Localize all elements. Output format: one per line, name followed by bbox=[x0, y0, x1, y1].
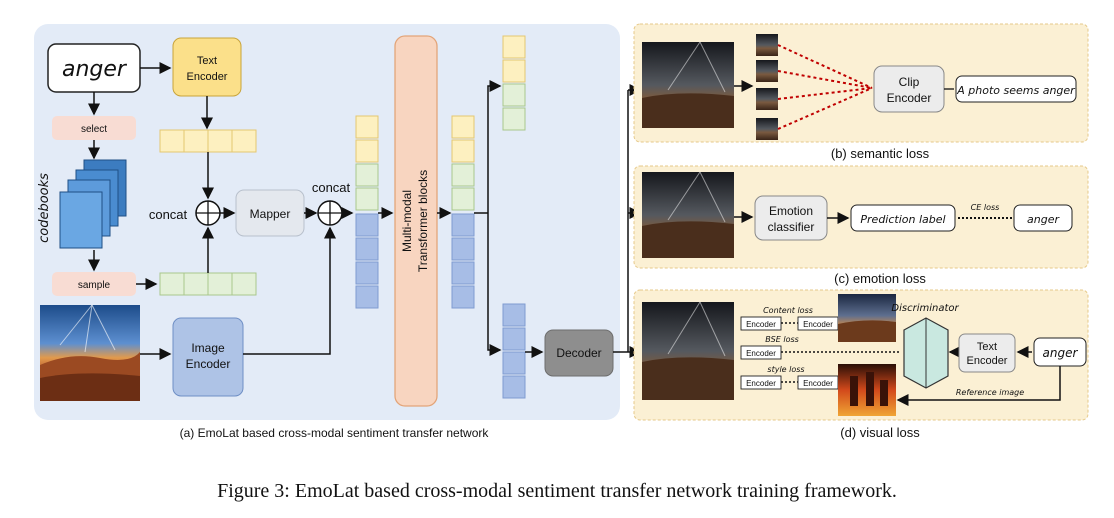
image-encoder-block bbox=[172, 317, 244, 397]
text-encoder-label-2: Encoder bbox=[187, 71, 228, 83]
transformer-label-2: Transformer blocks bbox=[416, 170, 430, 272]
text-encoder-d-label-2: Encoder bbox=[967, 355, 1008, 367]
text-encoder-d-label-1: Text bbox=[977, 341, 997, 353]
image-crops bbox=[756, 34, 778, 140]
codebooks-icon bbox=[59, 159, 127, 249]
sample-block bbox=[52, 272, 136, 296]
content-encoder-left-label: Encoder bbox=[746, 320, 776, 329]
codebooks-label: codebooks bbox=[37, 173, 52, 243]
bse-encoder-label: Encoder bbox=[746, 349, 776, 358]
select-block bbox=[52, 116, 136, 140]
output-token-column bbox=[451, 115, 475, 309]
transformer-block bbox=[394, 35, 438, 407]
discriminator-label: Discriminator bbox=[891, 303, 959, 314]
text-encoder-d-block bbox=[958, 333, 1016, 373]
image-branch-tokens bbox=[502, 303, 526, 399]
prompt-text: A photo seems anger bbox=[956, 84, 1076, 97]
panel-a-title: (a) EmoLat based cross-modal sentiment t… bbox=[180, 426, 490, 440]
content-loss-label: Content loss bbox=[763, 306, 813, 315]
clip-encoder-block bbox=[873, 65, 945, 113]
prompt-box bbox=[955, 75, 1077, 103]
generated-image-d bbox=[642, 301, 734, 400]
concat-label-1: concat bbox=[149, 207, 188, 222]
prediction-box bbox=[850, 204, 956, 232]
input-word-d: anger bbox=[1043, 346, 1079, 360]
sample-label: sample bbox=[78, 280, 111, 291]
concat-icon-2 bbox=[317, 200, 343, 226]
style-loss-label: style loss bbox=[767, 365, 804, 374]
figure-caption: Figure 3: EmoLat based cross-modal senti… bbox=[217, 480, 897, 502]
reference-image-label: Reference image bbox=[956, 388, 1024, 397]
crop-to-clip-links bbox=[777, 44, 873, 130]
style-encoder-left-label: Encoder bbox=[746, 379, 776, 388]
classifier-label-1: Emotion bbox=[769, 204, 813, 218]
input-word: anger bbox=[62, 57, 128, 82]
text-encoder-block bbox=[172, 37, 242, 97]
classifier-label-2: classifier bbox=[768, 220, 815, 234]
select-label: select bbox=[81, 124, 107, 135]
transformer-label-1: Multi-modal bbox=[400, 190, 414, 252]
panel-b-title: (b) semantic loss bbox=[831, 146, 930, 161]
text-encoder-label-1: Text bbox=[197, 55, 217, 67]
codebook-token-row bbox=[159, 272, 257, 296]
clip-encoder-label-2: Encoder bbox=[887, 91, 932, 105]
concat-label-2: concat bbox=[312, 180, 351, 195]
clip-encoder-label-1: Clip bbox=[899, 75, 920, 89]
prediction-label: Prediction label bbox=[860, 213, 945, 226]
image-encoder-label-2: Encoder bbox=[186, 357, 231, 371]
style-encoder-right-label: Encoder bbox=[803, 379, 833, 388]
content-encoder-right-label: Encoder bbox=[803, 320, 833, 329]
input-image bbox=[40, 304, 140, 401]
ce-loss-label: CE loss bbox=[971, 203, 1000, 212]
text-token-row bbox=[159, 129, 257, 153]
text-branch-tokens bbox=[502, 35, 526, 131]
content-reference-image bbox=[838, 294, 896, 342]
decoder-block bbox=[544, 329, 614, 377]
mapper-label: Mapper bbox=[250, 207, 291, 221]
generated-image-c bbox=[642, 171, 734, 258]
combined-token-column bbox=[355, 115, 379, 309]
image-encoder-label-1: Image bbox=[191, 341, 225, 355]
target-label: anger bbox=[1027, 213, 1060, 226]
panel-d-title: (d) visual loss bbox=[840, 425, 920, 440]
concat-icon-1 bbox=[195, 200, 221, 226]
decoder-label: Decoder bbox=[556, 346, 601, 360]
style-reference-image bbox=[838, 364, 896, 416]
bse-loss-label: BSE loss bbox=[765, 335, 799, 344]
generated-image-b bbox=[642, 41, 734, 128]
target-label-box bbox=[1013, 204, 1073, 232]
panel-c-title: (c) emotion loss bbox=[834, 271, 926, 286]
